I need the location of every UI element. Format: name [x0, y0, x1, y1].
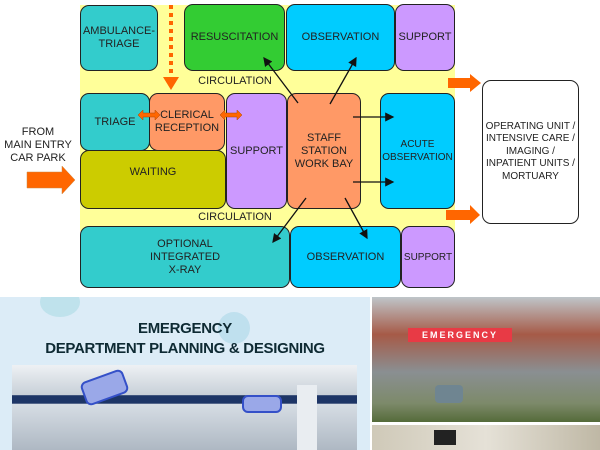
monitor: [434, 430, 456, 445]
arrow-to-resuscitation: [263, 56, 299, 104]
triage-block: TRIAGE: [80, 93, 150, 151]
banner-title-line1: EMERGENCY: [138, 320, 232, 337]
arrow-to-observation-top: [329, 56, 357, 105]
dotted-entry-arrow: [163, 5, 179, 90]
decor-circle: [40, 297, 80, 317]
flow-arrows: [26, 5, 481, 244]
support-bottom-block: SUPPORT: [401, 226, 455, 288]
xray-block: OPTIONAL INTEGRATED X-RAY: [80, 226, 290, 288]
clerical-support-double-arrow: [219, 109, 243, 121]
banner-title-line2: DEPARTMENT PLANNING & DESIGNING: [45, 340, 325, 357]
external-units-block: OPERATING UNIT / INTENSIVE CARE / IMAGIN…: [482, 80, 579, 224]
observation-bottom-block: OBSERVATION: [290, 226, 401, 288]
support-top-block: SUPPORT: [395, 4, 455, 71]
exit-arrow-top: [448, 74, 481, 92]
circulation-bottom-label: CIRCULATION: [198, 211, 272, 223]
treatment-room-photo: [372, 425, 600, 450]
staff-station-block: STAFF STATION WORK BAY: [287, 93, 361, 209]
pendant-column: [297, 385, 317, 450]
car: [435, 385, 463, 403]
entry-arrow: [26, 165, 76, 195]
arrow-to-observation-bottom: [344, 197, 368, 240]
exit-arrow-bottom: [446, 205, 480, 224]
arrow-to-xray: [272, 197, 307, 244]
observation-top-block: OBSERVATION: [286, 4, 395, 71]
clerical-reception-block: CLERICAL RECEPTION: [149, 93, 225, 151]
banner-panel: EMERGENCY DEPARTMENT PLANNING & DESIGNIN…: [0, 297, 370, 450]
hospital-entrance-photo: EMERGENCY: [372, 297, 600, 422]
acute-observation-block: ACUTE OBSERVATION: [380, 93, 455, 209]
surgical-light-icon: [242, 395, 282, 413]
ambulance-triage-block: AMBULANCE- TRIAGE: [80, 5, 158, 71]
banner-title: EMERGENCY DEPARTMENT PLANNING & DESIGNIN…: [0, 319, 370, 359]
entry-label: FROM MAIN ENTRY CAR PARK: [4, 126, 72, 164]
triage-clerical-double-arrow: [137, 109, 161, 121]
circulation-top-label: CIRCULATION: [198, 75, 272, 87]
surgical-light-icon: [79, 368, 130, 407]
operating-room-photo: [12, 365, 357, 450]
medical-cross-icon: [218, 312, 250, 344]
emergency-sign: EMERGENCY: [408, 328, 512, 342]
waiting-block: WAITING: [80, 150, 226, 209]
support-mid-block: SUPPORT: [226, 93, 287, 209]
